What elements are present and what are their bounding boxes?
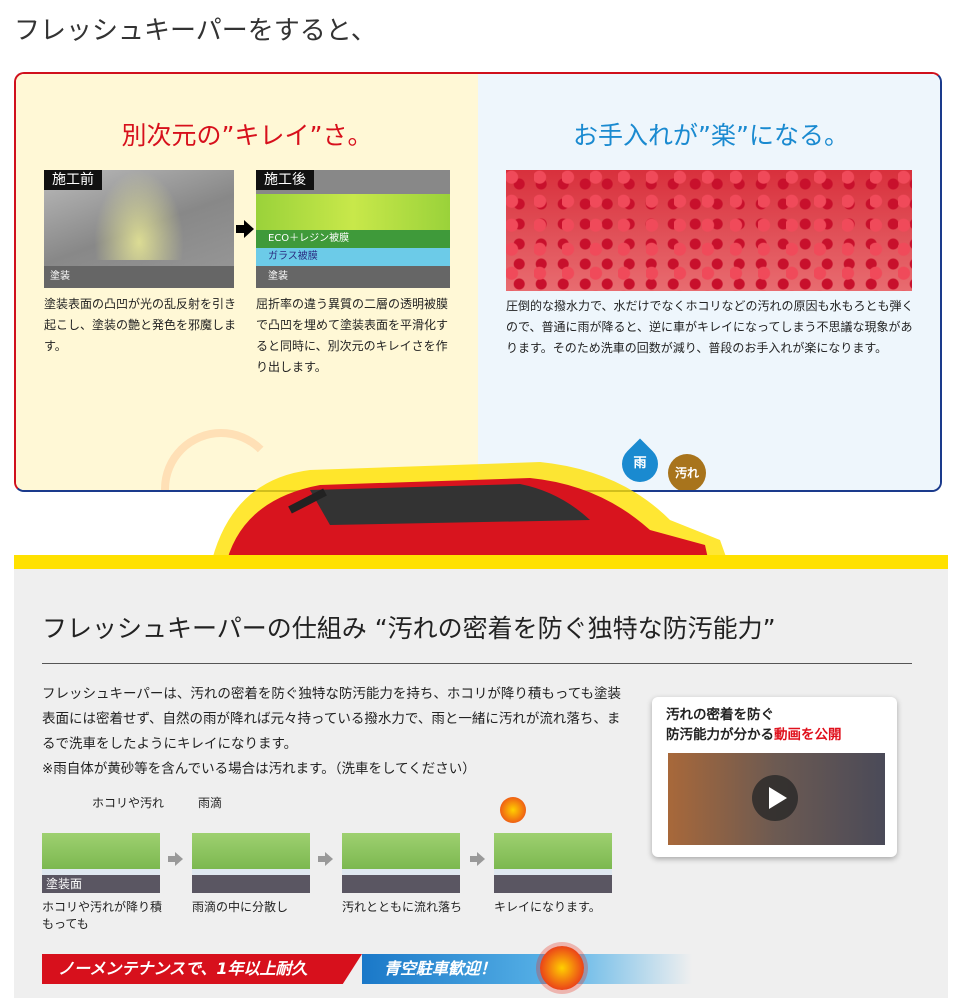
durability-banner: ノーメンテナンスで、1年以上耐久 bbox=[42, 954, 362, 984]
car-illustration bbox=[210, 462, 730, 568]
step-caption: ホコリや汚れが降り積もっても bbox=[42, 900, 163, 931]
yellow-stripe bbox=[14, 555, 948, 569]
arrow-icon bbox=[318, 852, 334, 866]
section-title: フレッシュキーパーをすると、 bbox=[14, 16, 377, 46]
care-headline: お手入れが”楽”になる。 bbox=[573, 121, 849, 150]
step-3: 汚れとともに流れ落ち bbox=[342, 795, 482, 935]
step-2: 雨滴 雨滴の中に分散し bbox=[192, 795, 322, 935]
after-tag: 施工後 bbox=[256, 170, 314, 190]
divider bbox=[42, 663, 912, 664]
arrow-icon bbox=[168, 852, 184, 866]
sun-icon bbox=[500, 797, 526, 823]
mechanism-paragraph: フレッシュキーパーは、汚れの密着を防ぐ独特な防汚能力を持ち、ホコリが降り積もって… bbox=[42, 682, 622, 782]
resin-layer-label: ECO＋レジン被膜 bbox=[268, 233, 350, 244]
surface-label: 塗装面 bbox=[46, 877, 83, 891]
care-panel: お手入れが”楽”になる。 圧倒的な撥水力で、水だけでなくホコリなどの汚れの原因も… bbox=[478, 74, 940, 490]
paint-label: 塗装 bbox=[268, 271, 288, 282]
step-4: キレイになります。 bbox=[494, 795, 624, 935]
mechanism-note: ※雨自体が黄砂等を含んでいる場合は汚れます。（洗車をしてください） bbox=[42, 761, 476, 777]
video-highlight: 動画を公開 bbox=[774, 727, 842, 743]
sun-icon bbox=[540, 946, 584, 990]
step-1: ホコリや汚れ 塗装面 ホコリや汚れが降り積もっても bbox=[42, 795, 164, 935]
after-caption: 屈折率の違う異質の二層の透明被膜で凸凹を埋めて塗装表面を平滑化すると同時に、別次… bbox=[256, 297, 449, 374]
beauty-panel: 別次元の”キレイ”さ。 施工前 塗装 施工後 ECO＋レジン被膜 ガラス被膜 塗… bbox=[16, 74, 478, 490]
step-caption: 雨滴の中に分散し bbox=[192, 900, 289, 914]
before-photo: 施工前 塗装 bbox=[44, 170, 234, 288]
arrow-icon bbox=[470, 852, 486, 866]
water-beading-photo bbox=[506, 170, 912, 291]
before-caption: 塗装表面の凸凹が光の乱反射を引き起こし、塗装の艶と発色を邪魔します。 bbox=[44, 297, 237, 353]
dust-label: ホコリや汚れ bbox=[92, 796, 165, 810]
step-caption: キレイになります。 bbox=[494, 900, 601, 914]
rain-badge: 雨 bbox=[633, 456, 647, 471]
durability-text: ノーメンテナンスで、1年以上耐久 bbox=[58, 959, 308, 978]
video-thumbnail[interactable] bbox=[668, 753, 885, 845]
benefits-box: 別次元の”キレイ”さ。 施工前 塗装 施工後 ECO＋レジン被膜 ガラス被膜 塗… bbox=[14, 72, 942, 492]
raindrop-label: 雨滴 bbox=[198, 796, 223, 810]
video-title-line2: 防汚能力が分かる bbox=[666, 727, 774, 743]
video-title-line1: 汚れの密着を防ぐ bbox=[666, 707, 774, 723]
arrow-right-icon bbox=[236, 220, 254, 238]
beauty-headline: 別次元の”キレイ”さ。 bbox=[121, 121, 373, 150]
outdoor-parking-banner: 青空駐車歓迎！ bbox=[362, 954, 692, 984]
video-card[interactable]: 汚れの密着を防ぐ 防汚能力が分かる動画を公開 bbox=[652, 697, 897, 857]
care-caption: 圧倒的な撥水力で、水だけでなくホコリなどの汚れの原因も水もろとも弾くので、普通に… bbox=[506, 299, 914, 355]
mechanism-text: フレッシュキーパーは、汚れの密着を防ぐ独特な防汚能力を持ち、ホコリが降り積もって… bbox=[42, 686, 622, 752]
step-caption: 汚れとともに流れ落ち bbox=[342, 900, 463, 914]
before-tag: 施工前 bbox=[44, 170, 102, 190]
dirt-badge: 汚れ bbox=[668, 454, 706, 490]
paint-label: 塗装 bbox=[50, 271, 70, 282]
play-icon[interactable] bbox=[752, 775, 798, 821]
glass-layer-label: ガラス被膜 bbox=[268, 251, 318, 262]
mechanism-title: フレッシュキーパーの仕組み “汚れの密着を防ぐ独特な防汚能力” bbox=[42, 614, 776, 643]
after-photo: 施工後 ECO＋レジン被膜 ガラス被膜 塗装 bbox=[256, 170, 450, 288]
outdoor-parking-text: 青空駐車歓迎！ bbox=[384, 959, 497, 978]
